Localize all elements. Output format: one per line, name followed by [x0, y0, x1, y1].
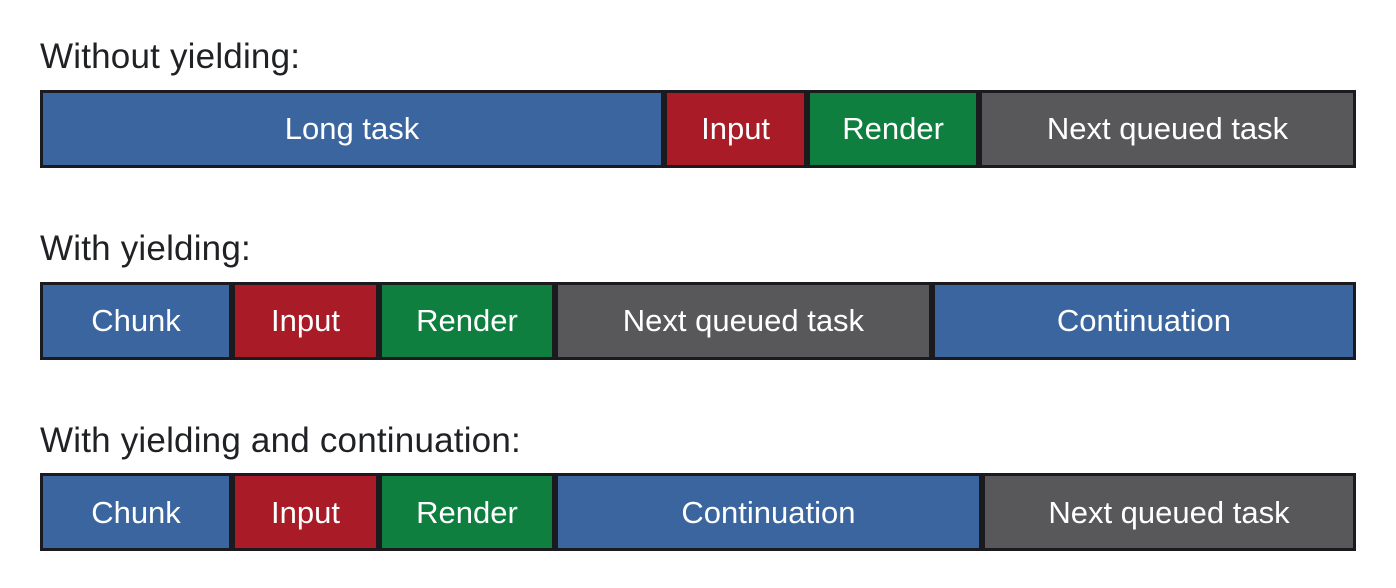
- task-timeline-bar: Chunk Input Render Continuation Next queued …: [40, 473, 1356, 552]
- segment-label: Next queued task: [1048, 494, 1290, 530]
- segment-label: Input: [271, 494, 340, 530]
- segment-label: Continuation: [1056, 303, 1231, 338]
- segment-label: Input: [271, 303, 340, 338]
- segment-label: Chunk: [91, 494, 181, 530]
- task-timeline-bar: Chunk Input Render Next queued task Continua…: [40, 281, 1356, 360]
- section-heading: With yielding and continuation:: [40, 420, 521, 460]
- segment-label: Render: [842, 111, 944, 147]
- segment-input: Input: [232, 473, 379, 552]
- segment-label: Render: [416, 494, 518, 530]
- segment-chunk: Chunk: [40, 281, 232, 360]
- segment-next-queued-task: Next queued task: [981, 473, 1356, 552]
- task-timeline-bar: Long task Input Render Next queued task: [40, 89, 1356, 168]
- segment-label: Continuation: [681, 494, 856, 530]
- section-without-yielding: Without yielding: Long task Input Render Ne…: [40, 35, 1396, 168]
- section-with-yielding: With yielding: Chunk Input Render Next queu…: [40, 227, 1396, 360]
- segment-input: Input: [232, 281, 379, 360]
- section-with-yielding-and-continuation: With yielding and continuation: Chunk Inp…: [40, 419, 1396, 552]
- segment-render: Render: [807, 89, 980, 168]
- segment-chunk: Chunk: [40, 473, 232, 552]
- segment-label: Next queued task: [622, 303, 865, 338]
- section-heading: Without yielding:: [40, 37, 301, 76]
- segment-continuation: Continuation: [554, 473, 982, 552]
- segment-label: Next queued task: [1046, 111, 1289, 147]
- segment-next-queued-task: Next queued task: [979, 89, 1356, 168]
- segment-label: Chunk: [91, 303, 181, 338]
- segment-long-task: Long task: [40, 89, 665, 168]
- segment-input: Input: [664, 89, 808, 168]
- segment-label: Input: [701, 111, 771, 147]
- segment-render: Render: [378, 473, 555, 552]
- segment-continuation: Continuation: [931, 281, 1356, 360]
- segment-label: Long task: [284, 111, 420, 147]
- segment-label: Render: [416, 303, 518, 338]
- segment-next-queued-task: Next queued task: [554, 281, 932, 360]
- segment-render: Render: [378, 281, 555, 360]
- section-heading: With yielding:: [40, 228, 251, 268]
